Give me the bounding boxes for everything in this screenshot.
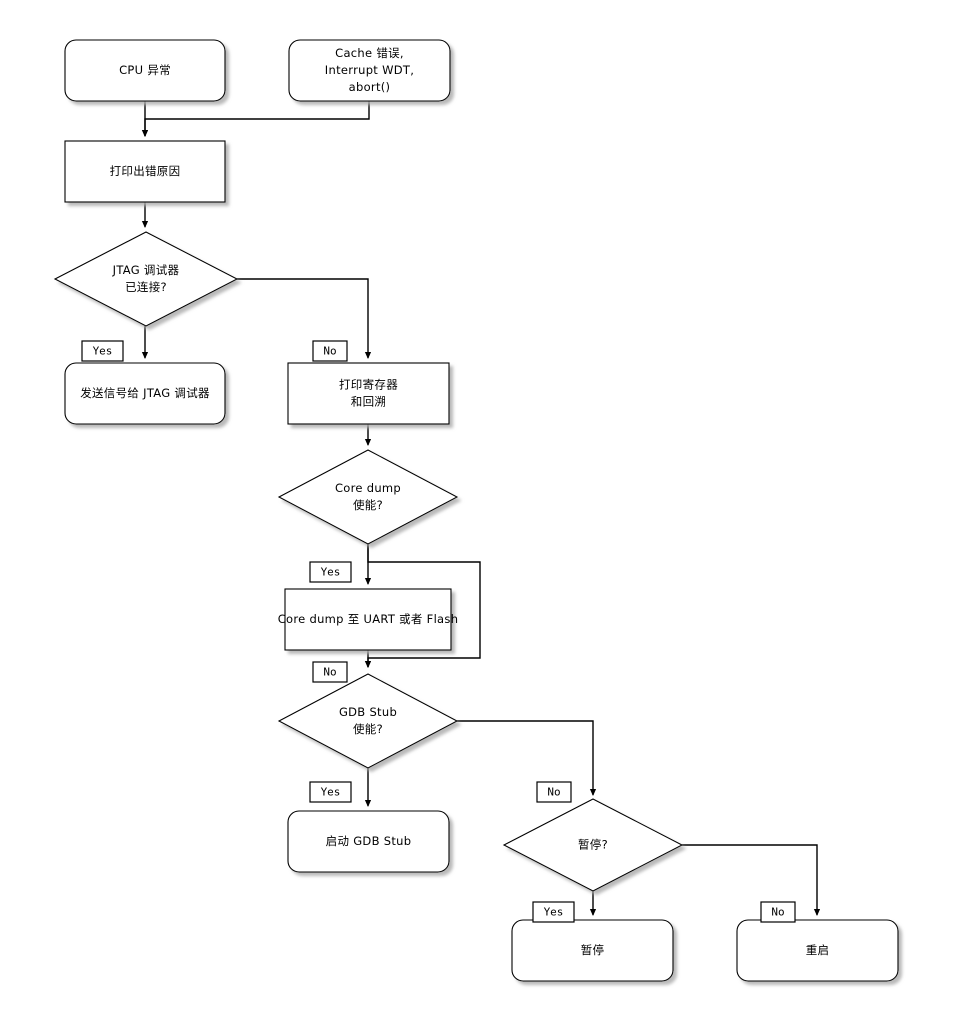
node-send-signal-to-jtag-debugger-label-line-1: 发送信号给 JTAG 调试器: [80, 386, 210, 400]
edge-cache-error-to-print-reason: [141, 101, 370, 138]
decision-core-dump-enabled[interactable]: Core dump 使能?: [277, 449, 459, 545]
edge-label-jtag-no: No: [312, 340, 348, 362]
decision-gdb-stub-enabled-label-line-1: GDB Stub: [339, 705, 397, 719]
decision-gdb-stub-enabled-shape: [277, 673, 459, 769]
node-core-dump-to-uart-or-flash-label-line-1: Core dump 至 UART 或者 Flash: [278, 612, 459, 626]
edge-label-gdbstub-yes-text: Yes: [321, 786, 341, 799]
decision-halt-label-line-1: 暂停?: [578, 838, 608, 852]
edge-label-halt-no: No: [760, 901, 796, 923]
decision-jtag-debugger-connected-label-line-1: JTAG 调试器: [112, 263, 180, 277]
node-cache-error-shape: [288, 39, 451, 102]
node-send-signal-to-jtag-debugger-shape: [64, 362, 226, 425]
node-reboot[interactable]: 重启: [736, 919, 899, 982]
node-halt-shape: [511, 919, 674, 982]
node-print-registers-and-backtrace-label-line-1: 打印寄存器: [339, 378, 398, 392]
node-start-gdb-stub-label-line-1: 启动 GDB Stub: [326, 834, 412, 848]
node-print-registers-and-backtrace-shape: [287, 362, 450, 425]
edge-label-halt-no-text: No: [771, 906, 784, 919]
edge-label-coredump-yes-text: Yes: [321, 566, 341, 579]
edge-label-halt-yes-box: [532, 901, 575, 923]
node-cache-error-label-line-2: Interrupt WDT,: [325, 63, 414, 77]
edge-label-gdbstub-yes-box: [309, 781, 352, 803]
edge-label-gdbstub-no: No: [536, 781, 572, 803]
node-print-error-reason-shape: [64, 140, 226, 203]
decision-gdb-stub-enabled[interactable]: GDB Stub 使能?: [277, 673, 459, 769]
edge-label-halt-yes: Yes: [532, 901, 575, 923]
decision-gdb-stub-enabled-label-line-2: 使能?: [353, 722, 383, 736]
edge-label-gdbstub-yes: Yes: [309, 781, 352, 803]
edge-label-coredump-no-text: No: [323, 666, 336, 679]
decision-halt[interactable]: 暂停?: [502, 798, 684, 892]
node-print-error-reason-label-line-1: 打印出错原因: [110, 164, 181, 178]
node-reboot-shape: [736, 919, 899, 982]
node-cpu-exception-label-line-1: CPU 异常: [119, 63, 171, 77]
node-cache-error[interactable]: Cache 错误, Interrupt WDT, abort(): [288, 39, 451, 102]
edge-label-jtag-no-text: No: [323, 345, 336, 358]
nodes-layer: CPU 异常 Cache 错误, Interrupt WDT, abort() 打印出错…: [53, 39, 899, 982]
edge-halt-no-to-reboot: [682, 844, 821, 917]
edge-label-coredump-no-box: [312, 661, 348, 683]
edge-label-coredump-yes-box: [309, 561, 352, 583]
edge-label-jtag-yes: Yes: [81, 340, 124, 362]
edge-label-halt-no-box: [760, 901, 796, 923]
node-reboot-label-line-1: 重启: [806, 943, 830, 957]
node-start-gdb-stub[interactable]: 启动 GDB Stub: [287, 810, 450, 873]
node-core-dump-to-uart-or-flash[interactable]: Core dump 至 UART 或者 Flash: [278, 588, 459, 651]
edge-label-jtag-yes-box: [81, 340, 124, 362]
decision-halt-shape: [502, 798, 684, 892]
node-core-dump-to-uart-or-flash-shape: [284, 588, 452, 651]
decision-core-dump-enabled-label-line-1: Core dump: [335, 481, 401, 495]
node-halt-label-line-1: 暂停: [581, 943, 605, 957]
node-start-gdb-stub-shape: [287, 810, 450, 873]
edge-label-halt-yes-text: Yes: [544, 906, 564, 919]
node-cpu-exception[interactable]: CPU 异常: [64, 39, 226, 102]
node-cpu-exception-shape: [64, 39, 226, 102]
decision-jtag-debugger-connected-label-line-2: 已连接?: [125, 280, 167, 294]
node-print-error-reason[interactable]: 打印出错原因: [64, 140, 226, 203]
edges-layer: [141, 101, 821, 917]
edge-label-jtag-yes-text: Yes: [93, 345, 113, 358]
node-send-signal-to-jtag-debugger[interactable]: 发送信号给 JTAG 调试器: [64, 362, 226, 425]
node-cache-error-label-line-3: abort(): [349, 80, 391, 94]
decision-core-dump-enabled-label-line-2: 使能?: [353, 498, 383, 512]
edge-label-coredump-yes: Yes: [309, 561, 352, 583]
node-cache-error-label-line-1: Cache 错误,: [335, 46, 404, 60]
node-print-registers-and-backtrace-label-line-2: 和回溯: [351, 395, 386, 409]
decision-core-dump-enabled-shape: [277, 449, 459, 545]
edge-label-gdbstub-no-box: [536, 781, 572, 803]
edge-label-jtag-no-box: [312, 340, 348, 362]
edge-label-gdbstub-no-text: No: [547, 786, 560, 799]
edge-label-coredump-no: No: [312, 661, 348, 683]
node-halt[interactable]: 暂停: [511, 919, 674, 982]
edge-jtag-no-to-print-registers: [237, 278, 372, 360]
edge-gdbstub-no-to-halt-decision: [457, 720, 597, 797]
decision-jtag-debugger-connected-shape: [53, 231, 239, 327]
